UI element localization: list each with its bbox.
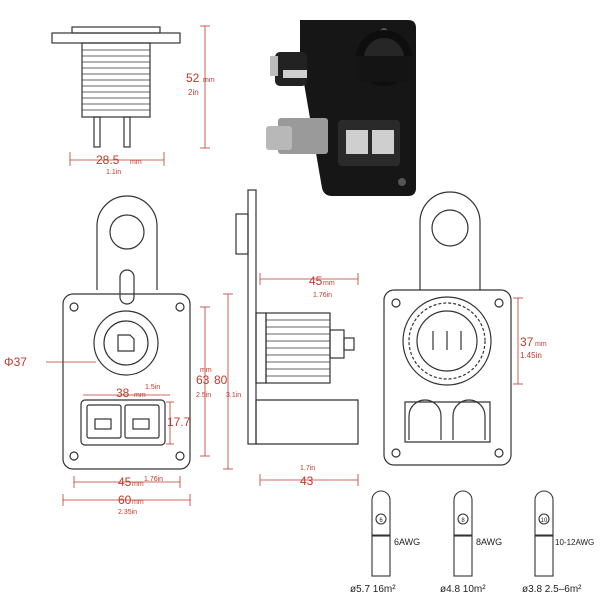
front-e-unit: mm (132, 481, 144, 488)
side-bottom-inch: 1.7in (300, 465, 315, 472)
lug-spec-8: ø4.8 10m² (440, 584, 486, 595)
side-bottom-value: 43 (300, 474, 314, 488)
lug-8awg: 8 8AWG ø4.8 10m² (440, 490, 502, 595)
side-width-inch: 1.1in (106, 169, 121, 176)
front-d-value: 80 (214, 373, 228, 387)
front-b-value: 17.7 (167, 415, 191, 429)
lug-awg-10: 10-12AWG (555, 538, 594, 547)
side-view-top (51, 26, 181, 148)
front-a-value: 38 (116, 386, 130, 400)
front-c-inch: 2.5in (196, 392, 211, 399)
lug-10awg: 10 10-12AWG ø3.8 2.5–6m² (522, 490, 594, 595)
side-top-inch: 1.76in (313, 292, 332, 299)
product-illustration (266, 20, 416, 196)
front-d-inch: 3.1in (226, 392, 241, 399)
back-height-value: 37 (520, 335, 534, 349)
side-height-value: 52 (186, 71, 200, 85)
lug-6awg: 6 6AWG ø5.7 16m² (350, 490, 420, 595)
lug-gauge-8: 8 (461, 518, 465, 524)
front-f-value: 60 (118, 493, 132, 507)
cable-lug-icon (371, 490, 391, 577)
side-top-unit: mm (323, 280, 335, 287)
back-height-unit: mm (535, 341, 547, 348)
side-view (235, 189, 359, 445)
lug-awg-6: 6AWG (394, 537, 420, 547)
lug-gauge-10: 10 (541, 518, 548, 524)
side-top-value: 45 (309, 274, 323, 288)
front-f-inch: 2.35in (118, 509, 137, 516)
side-height-inch: 2in (188, 88, 199, 97)
front-d-unit: mm (200, 367, 212, 374)
back-view (383, 191, 512, 466)
lug-awg-8: 8AWG (476, 537, 502, 547)
side-height-unit: mm (203, 77, 215, 84)
front-c-value: 63 (196, 373, 210, 387)
lug-spec-6: ø5.7 16m² (350, 584, 396, 595)
back-height-inch: 1.45in (520, 351, 542, 360)
front-e-value: 45 (118, 475, 132, 489)
front-view (62, 195, 191, 470)
lug-spec-10: ø3.8 2.5–6m² (522, 584, 582, 595)
front-e-inch: 1.76in (144, 476, 163, 483)
front-f-unit: mm (132, 499, 144, 506)
front-diameter: Φ37 (4, 355, 27, 369)
side-width-unit: mm (130, 159, 142, 166)
side-width-value: 28.5 (96, 153, 120, 167)
front-a-unit: mm (134, 392, 146, 399)
lug-gauge-6: 6 (379, 518, 383, 524)
front-a-inch: 1.5in (145, 384, 160, 391)
